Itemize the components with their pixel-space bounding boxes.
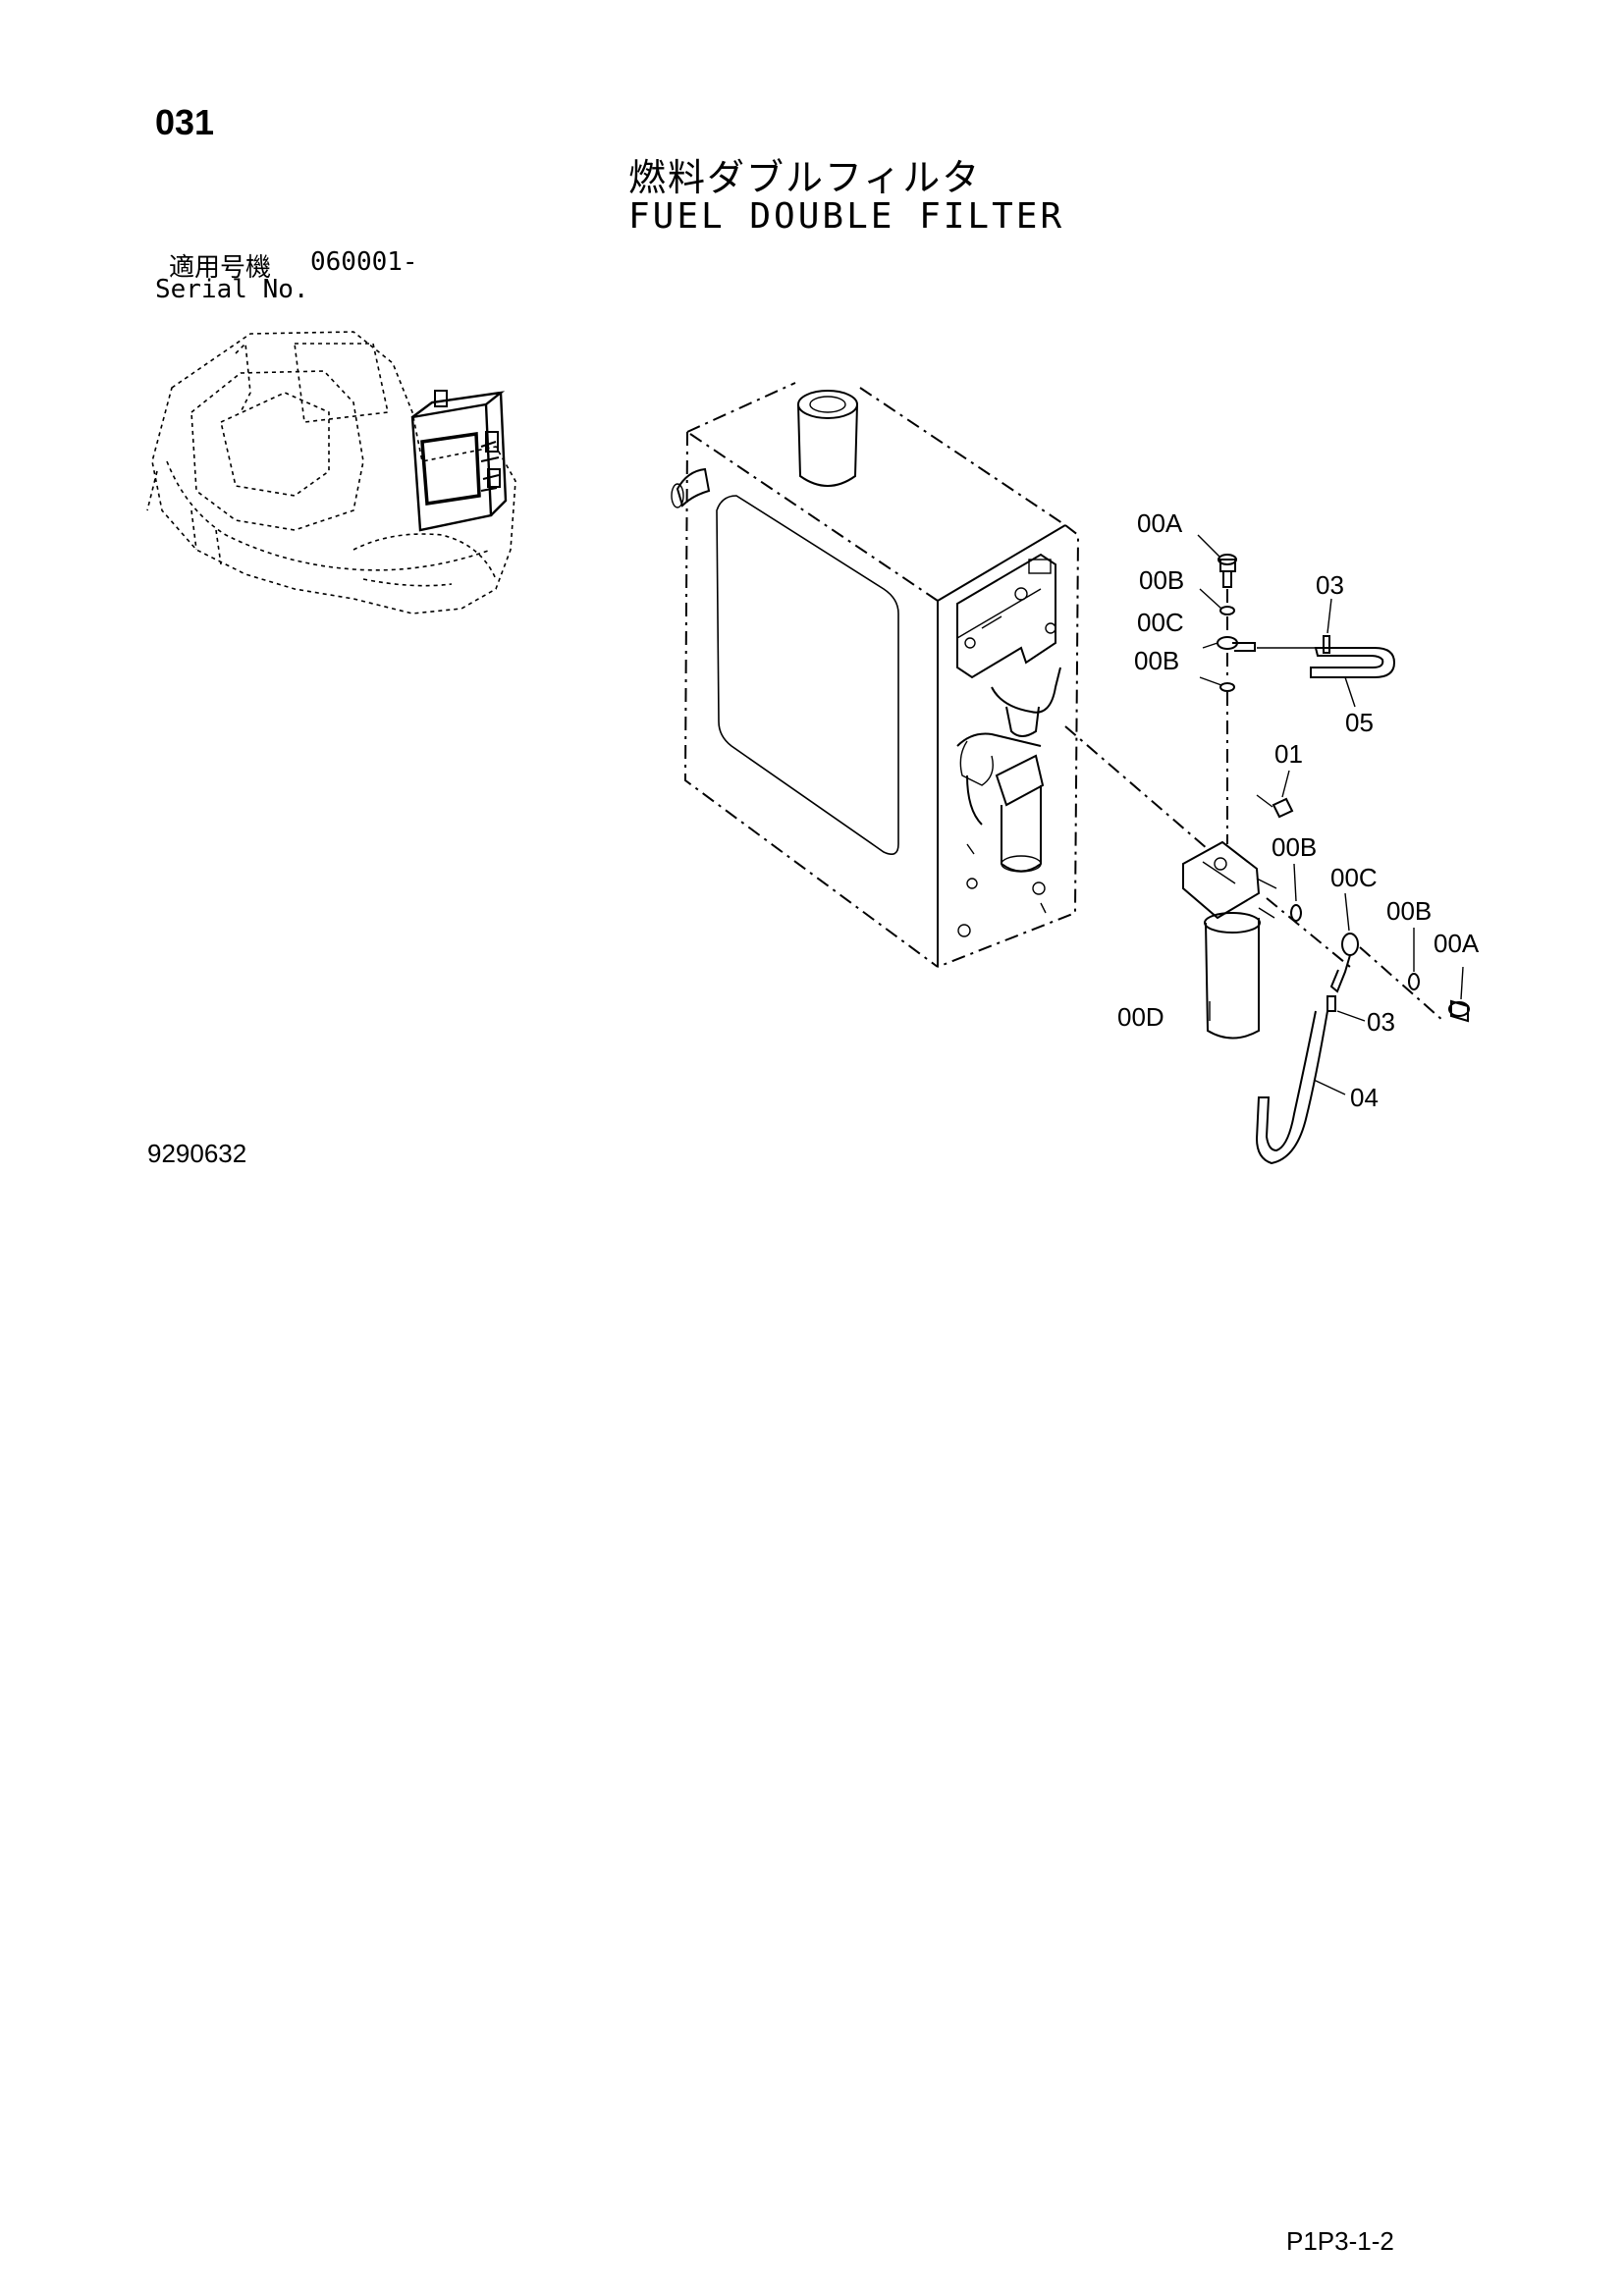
page-code: P1P3-1-2 xyxy=(1286,2226,1394,2256)
excavator-overview-icon xyxy=(146,331,516,614)
page-title-jp: 燃料ダブルフィルタ xyxy=(628,156,982,199)
callout-00B-filter: 00B xyxy=(1272,832,1317,862)
callout-00C-low: 00C xyxy=(1330,863,1378,892)
callout-00B-mid: 00B xyxy=(1134,646,1179,675)
callout-00A-low: 00A xyxy=(1434,929,1480,958)
serial-label-jp: 適用号機 xyxy=(169,253,272,283)
callout-01: 01 xyxy=(1274,739,1303,769)
callout-00B-low: 00B xyxy=(1386,896,1432,926)
drawing-number: 9290632 xyxy=(147,1139,247,1168)
callout-03-top: 03 xyxy=(1316,570,1344,600)
callout-03-low: 03 xyxy=(1367,1007,1395,1037)
serial-label-en: Serial No. xyxy=(155,275,309,304)
callout-00B-top: 00B xyxy=(1139,565,1184,595)
callout-04: 04 xyxy=(1350,1083,1379,1112)
callout-05: 05 xyxy=(1345,708,1374,737)
serial-value: 060001- xyxy=(310,247,418,277)
callout-00D: 00D xyxy=(1117,1002,1164,1032)
fuel-tank-icon xyxy=(671,382,1080,968)
fuel-filter-icon xyxy=(1064,534,1470,1165)
page-number: 031 xyxy=(155,102,215,142)
callout-00C-top: 00C xyxy=(1137,608,1184,637)
page-title-en: FUEL DOUBLE FILTER xyxy=(628,196,1065,237)
parts-diagram: 00A 00B 03 00C 00B 05 01 00B 00C 00B 00A… xyxy=(146,331,1480,1165)
callout-00A-top: 00A xyxy=(1137,508,1183,538)
